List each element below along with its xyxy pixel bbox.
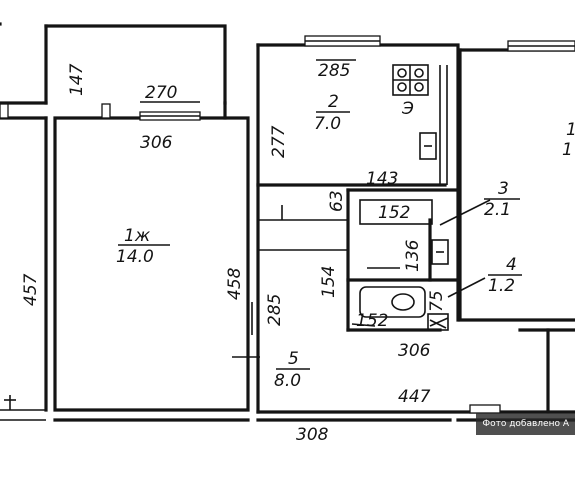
bathtub-icon — [359, 286, 426, 318]
room-5-area: 8.0 — [274, 371, 301, 391]
partition-details — [0, 65, 449, 421]
watermark: Фото добавлено А — [476, 413, 575, 435]
dim-457: 457 — [21, 273, 41, 306]
room-4-label: 4 — [506, 255, 517, 275]
dim-285-top: 285 — [318, 61, 350, 81]
dim-270: 270 — [145, 83, 177, 103]
dim-152-b: 152 — [356, 311, 388, 331]
dim-277: 277 — [269, 125, 289, 158]
dim-285-mid: 285 — [265, 294, 285, 326]
room-1-label: 1ж — [124, 226, 151, 246]
dim-447: 447 — [398, 387, 431, 407]
room-5-label: 5 — [288, 349, 299, 369]
stove-icon — [392, 64, 429, 96]
windows — [0, 35, 575, 414]
stove-letter: Э — [401, 99, 414, 119]
dim-147: 147 — [67, 63, 87, 96]
dim-308: 308 — [296, 425, 329, 445]
dim-143: 143 — [366, 169, 398, 189]
dim-154: 154 — [319, 266, 339, 298]
leader-lines — [351, 199, 491, 327]
dimension-labels: 147 270 306 285 277 143 63 152 136 154 4… — [21, 59, 447, 445]
room-right-area: 1 — [562, 140, 573, 160]
room-4-area: 1.2 — [488, 276, 515, 296]
toilet-icon — [427, 313, 449, 331]
dim-75: 75 — [427, 290, 447, 312]
dim-306-bottom: 306 — [398, 341, 431, 361]
room-1-area: 14.0 — [116, 247, 154, 267]
room-2-label: 2 — [328, 92, 339, 112]
dim-152-a: 152 — [378, 203, 410, 223]
dim-306-top: 306 — [140, 133, 173, 153]
dim-63: 63 — [327, 190, 347, 212]
room-right-label: 1 — [566, 120, 575, 140]
room-3-area: 2.1 — [484, 200, 511, 220]
room-2-area: 7.0 — [314, 114, 341, 134]
dim-136: 136 — [403, 239, 423, 272]
room-labels: 1ж 14.0 2 7.0 3 2.1 4 1.2 5 8.0 1 1 — [116, 92, 575, 391]
dim-458: 458 — [225, 267, 245, 300]
room-3-label: 3 — [498, 179, 509, 199]
